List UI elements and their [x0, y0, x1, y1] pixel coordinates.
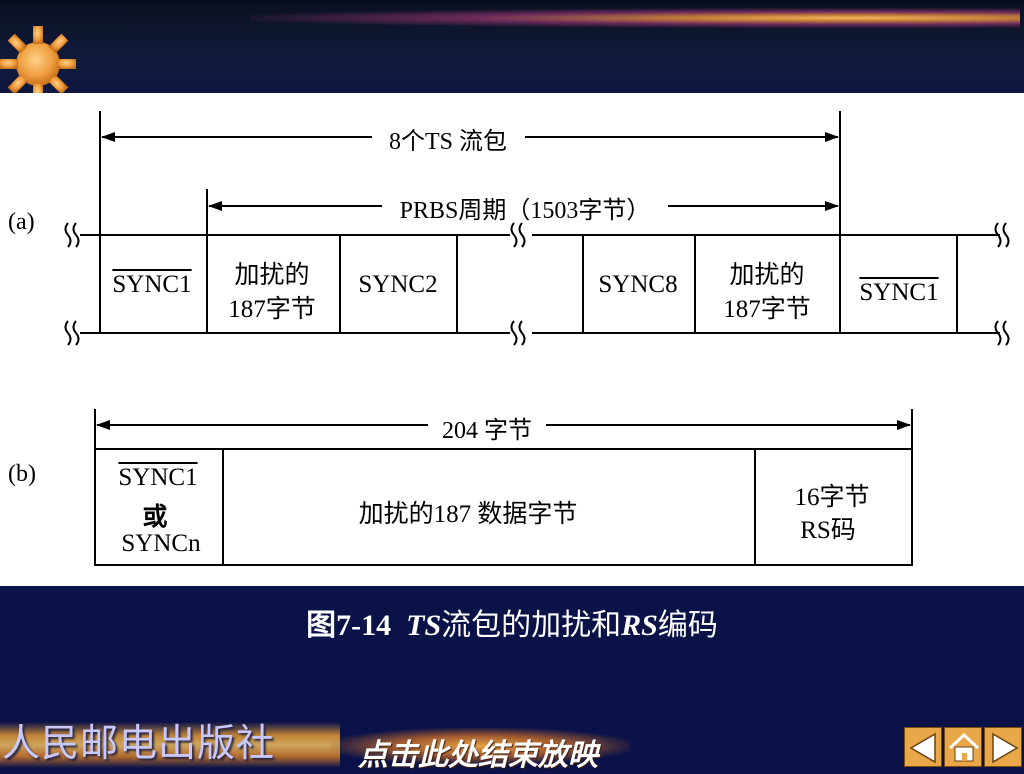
caption-fig-number: 图7-14	[306, 609, 392, 642]
cell-sync1-right: SYNC1	[859, 279, 939, 306]
ts-packet-diagram	[64, 111, 1010, 566]
cell-scrambled-right-line2: 187字节	[723, 296, 811, 323]
figure-caption: 图7-14 TS流包的加扰和RS编码	[0, 600, 1024, 644]
data-bytes-label: 加扰的187 数据字节	[358, 501, 578, 528]
arrow-right-icon	[992, 732, 1019, 764]
span-8-ts-label: 8个TS 流包	[388, 129, 508, 155]
sync-or: 或	[142, 504, 168, 531]
span-204-label: 204 字节	[442, 418, 532, 444]
decorative-glow-bottom	[330, 728, 630, 764]
sync1-overlined: SYNC1	[118, 464, 198, 491]
break-marks	[64, 222, 1010, 346]
part-b-label: (b)	[8, 461, 36, 487]
cell-scrambled-left-line2: 187字节	[228, 296, 316, 323]
home-button[interactable]	[944, 727, 982, 767]
decorative-streak	[250, 8, 1020, 28]
span-prbs-label: PRBS周期（1503字节）	[399, 198, 651, 224]
cell-sync2: SYNC2	[358, 271, 438, 298]
publisher-name: 人民邮电出版社	[2, 721, 276, 765]
arrow-left-icon	[909, 732, 936, 764]
caption-ts: TS	[406, 609, 442, 642]
rs-line2: RS码	[800, 517, 856, 544]
decorative-streak-bottom	[0, 722, 340, 768]
end-show-link[interactable]: 点击此处结束放映	[358, 738, 598, 773]
next-slide-button[interactable]	[984, 727, 1022, 767]
caption-end: 编码	[657, 609, 718, 642]
rs-line1: 16字节	[794, 484, 870, 511]
cell-sync1-left: SYNC1	[112, 271, 192, 298]
cell-scrambled-right-line1: 加扰的	[729, 262, 805, 289]
part-a-label: (a)	[8, 209, 35, 235]
syncn-label: SYNCn	[121, 530, 201, 557]
caption-mid: 流包的加扰和	[441, 609, 622, 642]
prev-slide-button[interactable]	[904, 727, 942, 767]
top-banner	[0, 0, 1024, 93]
cell-scrambled-left-line1: 加扰的	[234, 262, 310, 289]
home-icon	[948, 732, 980, 762]
caption-rs: RS	[621, 609, 658, 642]
cell-sync8: SYNC8	[598, 271, 678, 298]
diagram-panel: (a) 8个TS 流包 PRBS周期（1503字节） SYNC1 加扰的 187…	[0, 93, 1024, 586]
